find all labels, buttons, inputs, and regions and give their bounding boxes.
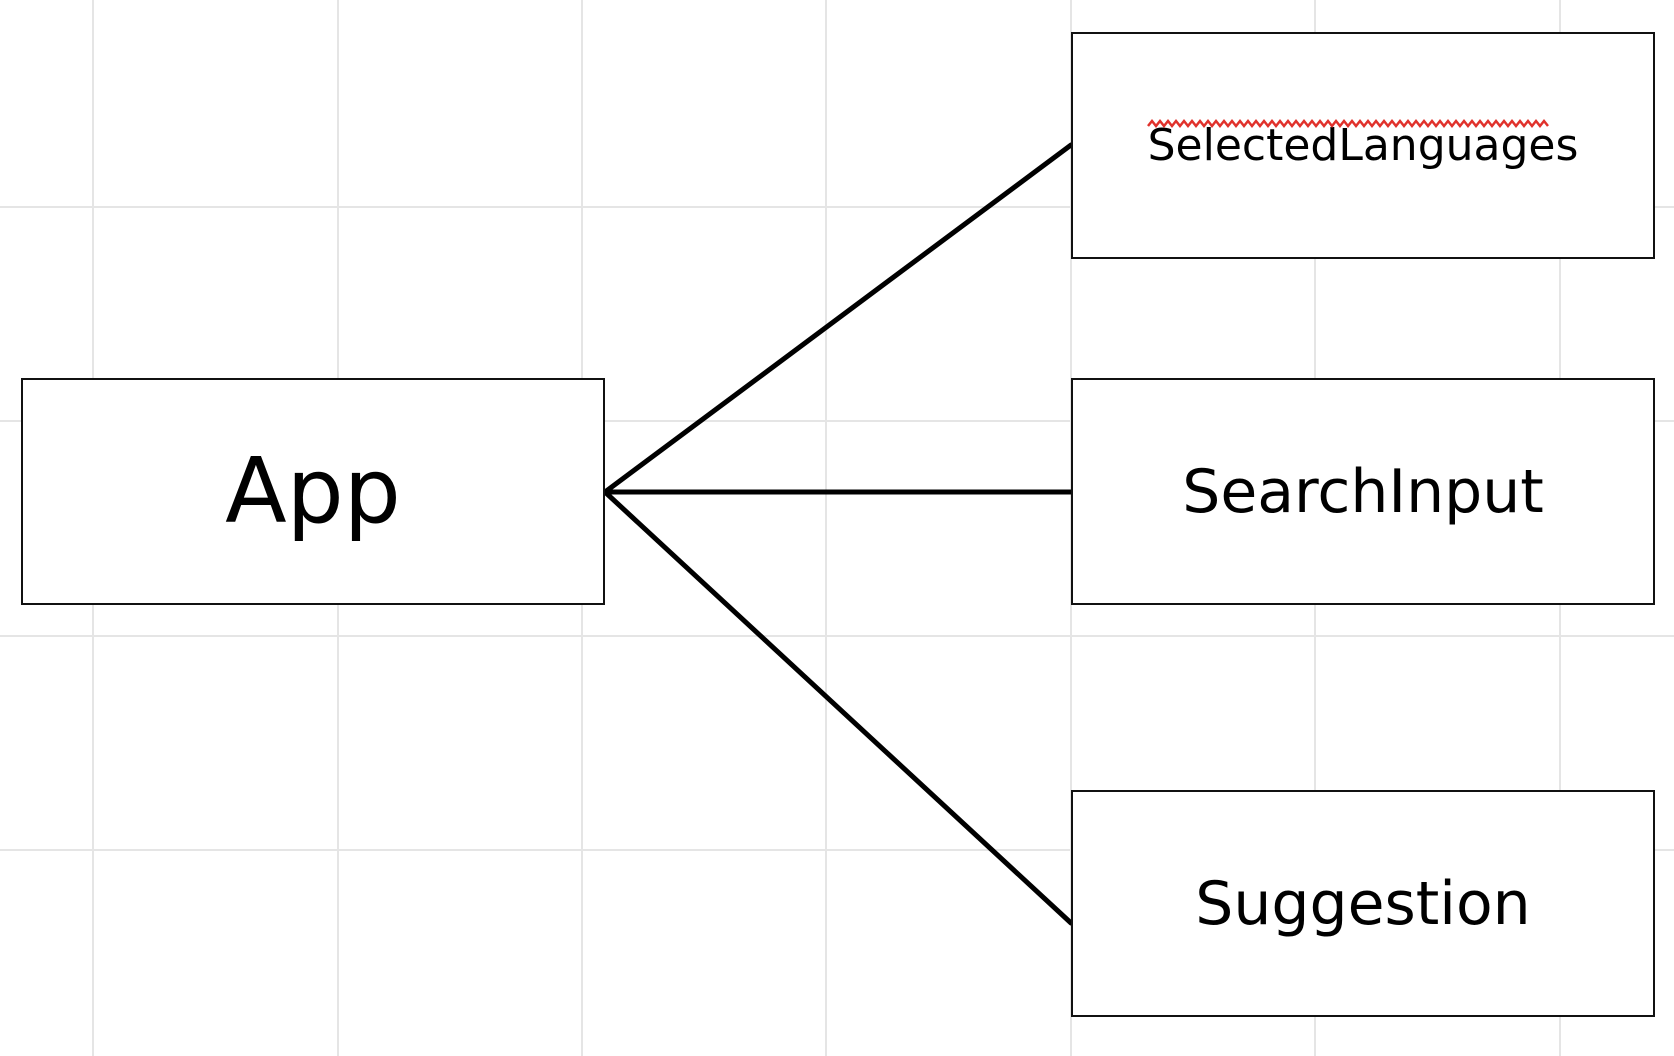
selectedlanguages-node-label-wrap: SelectedLanguages: [1146, 118, 1579, 171]
app-node[interactable]: App: [21, 378, 605, 605]
connector-app-to-suggestion[interactable]: [602, 489, 1074, 926]
searchinput-node[interactable]: SearchInput: [1071, 378, 1655, 605]
suggestion-node-label: Suggestion: [1195, 868, 1531, 939]
connector-app-to-selectedlanguages[interactable]: [602, 142, 1074, 495]
selectedlanguages-node-label: SelectedLanguages: [1147, 120, 1579, 171]
suggestion-node[interactable]: Suggestion: [1071, 790, 1655, 1017]
selectedlanguages-node[interactable]: SelectedLanguages: [1071, 32, 1655, 259]
spellcheck-underline-icon: [1146, 118, 1549, 129]
app-node-label: App: [225, 439, 401, 544]
searchinput-node-label: SearchInput: [1182, 456, 1544, 527]
